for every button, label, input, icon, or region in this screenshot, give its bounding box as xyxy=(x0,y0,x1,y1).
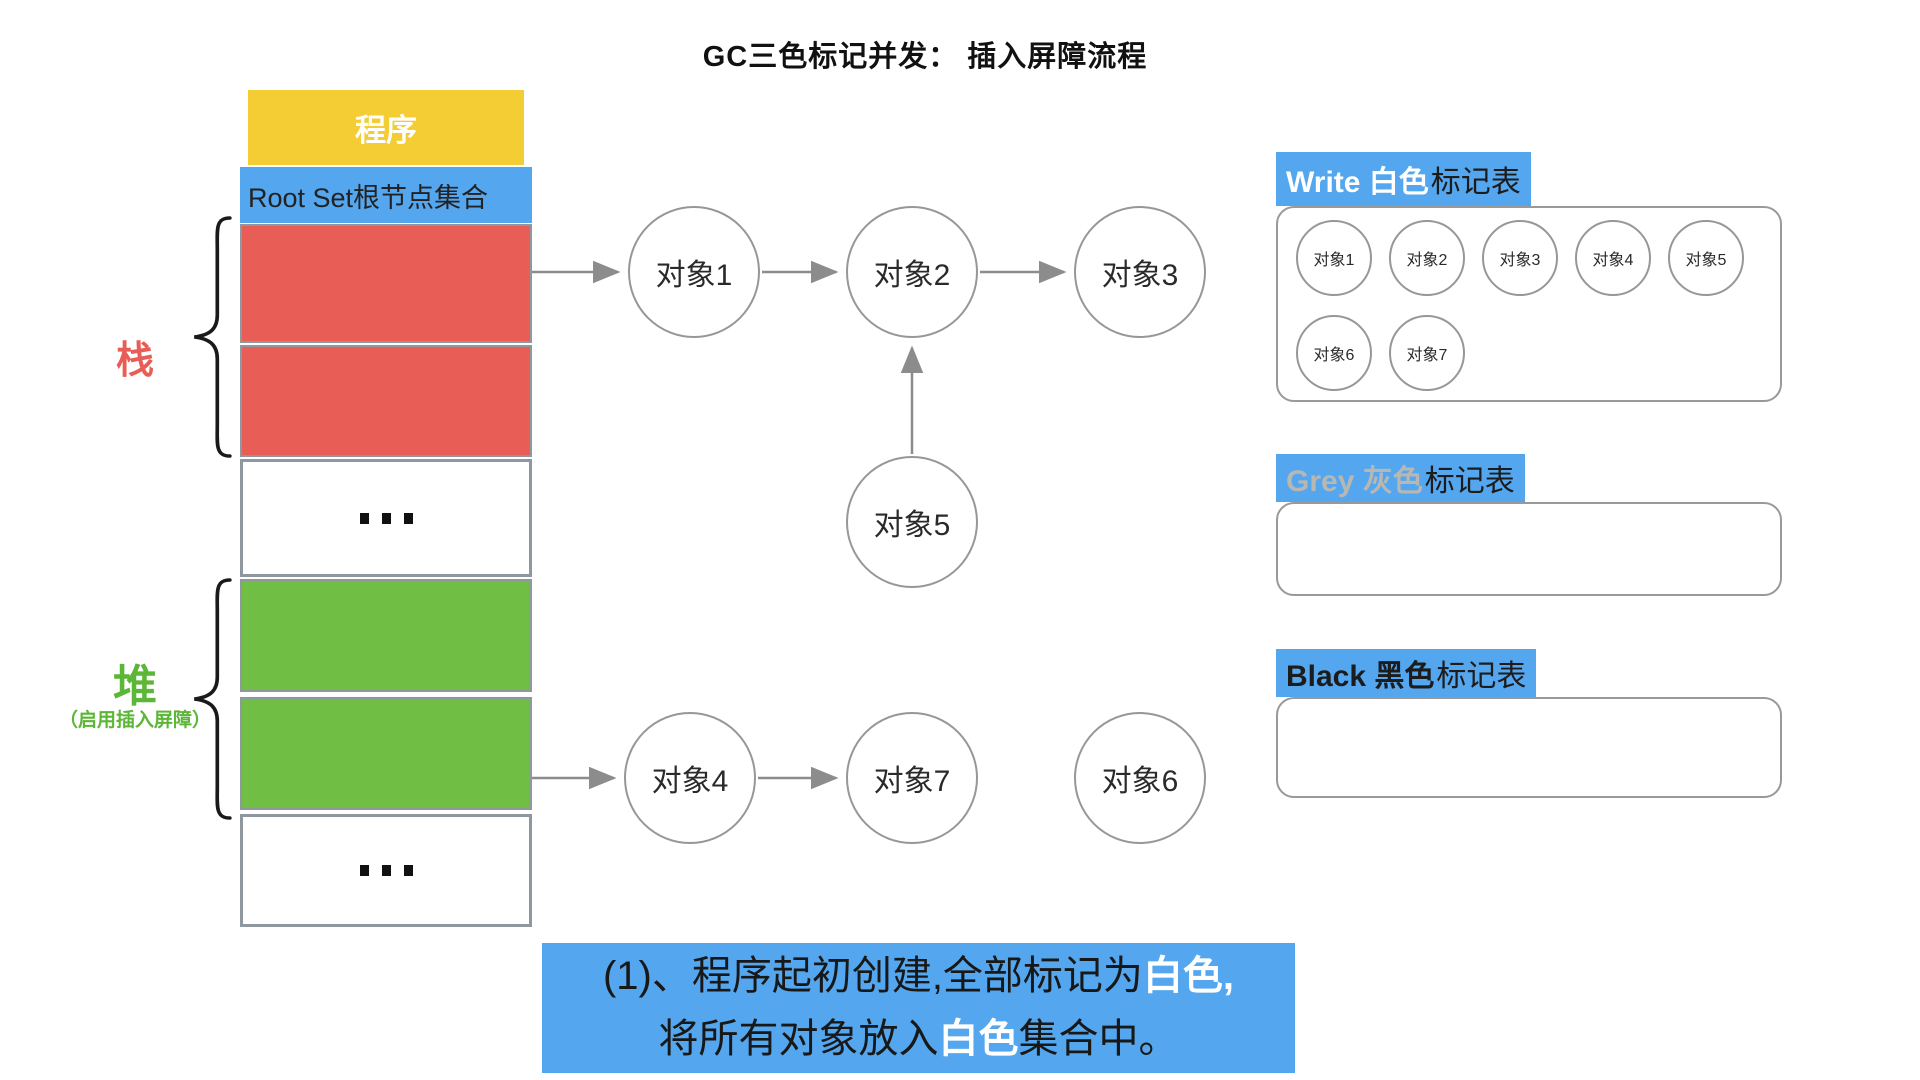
white-table-item: 对象6 xyxy=(1296,315,1372,391)
root-set-box: Root Set根节点集合 xyxy=(240,167,532,223)
graph-node-6: 对象6 xyxy=(1074,712,1206,844)
grey-table-title-en: Grey 灰色 xyxy=(1286,465,1423,498)
white-table-row-2: 对象6 对象7 xyxy=(1296,315,1465,391)
black-table-title-zh: 标记表 xyxy=(1436,660,1527,693)
grey-table-body xyxy=(1276,502,1782,596)
heap-sublabel: （启用插入屏障） xyxy=(58,710,211,731)
white-table-body: 对象1 对象2 对象3 对象4 对象5 对象6 对象7 xyxy=(1276,206,1782,402)
heap-slot-green-2 xyxy=(240,697,532,810)
stack-slot-red-1 xyxy=(240,224,532,343)
stack-label: 栈 xyxy=(115,340,154,382)
ellipsis-dots xyxy=(243,462,529,574)
white-table-item: 对象4 xyxy=(1575,220,1651,296)
stack-ellipsis-box xyxy=(240,459,532,577)
graph-node-7: 对象7 xyxy=(846,712,978,844)
white-table-item: 对象5 xyxy=(1668,220,1744,296)
black-table-body xyxy=(1276,697,1782,798)
black-table-title-en: Black 黑色 xyxy=(1286,660,1435,693)
white-table-item: 对象3 xyxy=(1482,220,1558,296)
grey-table-title-zh: 标记表 xyxy=(1424,465,1515,498)
graph-node-2: 对象2 xyxy=(846,206,978,338)
graph-node-1: 对象1 xyxy=(628,206,760,338)
stack-slot-red-2 xyxy=(240,345,532,457)
black-table-header: Black 黑色标记表 xyxy=(1276,649,1537,697)
page-title: GC三色标记并发： 插入屏障流程 xyxy=(702,41,1148,73)
caption-line-1: (1)、程序起初创建,全部标记为白色, xyxy=(602,954,1235,998)
white-table-header: Write 白色标记表 xyxy=(1276,152,1531,206)
heap-brace xyxy=(194,578,232,820)
white-table-title-zh: 标记表 xyxy=(1430,166,1521,199)
stack-brace xyxy=(194,216,232,458)
caption-line-2: 将所有对象放入白色集合中。 xyxy=(658,1017,1179,1061)
graph-node-3: 对象3 xyxy=(1074,206,1206,338)
white-table-item: 对象7 xyxy=(1389,315,1465,391)
step-caption: (1)、程序起初创建,全部标记为白色, 将所有对象放入白色集合中。 xyxy=(542,943,1295,1073)
graph-node-4: 对象4 xyxy=(624,712,756,844)
ellipsis-dots xyxy=(243,817,529,924)
heap-ellipsis-box xyxy=(240,814,532,927)
white-table-title-en: Write 白色 xyxy=(1286,166,1429,199)
white-table-row-1: 对象1 对象2 对象3 对象4 对象5 xyxy=(1296,220,1744,296)
white-table-item: 对象1 xyxy=(1296,220,1372,296)
program-box: 程序 xyxy=(248,90,524,165)
heap-slot-green-1 xyxy=(240,579,532,692)
graph-node-5: 对象5 xyxy=(846,456,978,588)
white-table-item: 对象2 xyxy=(1389,220,1465,296)
grey-table-header: Grey 灰色标记表 xyxy=(1276,454,1525,502)
heap-label: 堆 xyxy=(113,662,157,711)
